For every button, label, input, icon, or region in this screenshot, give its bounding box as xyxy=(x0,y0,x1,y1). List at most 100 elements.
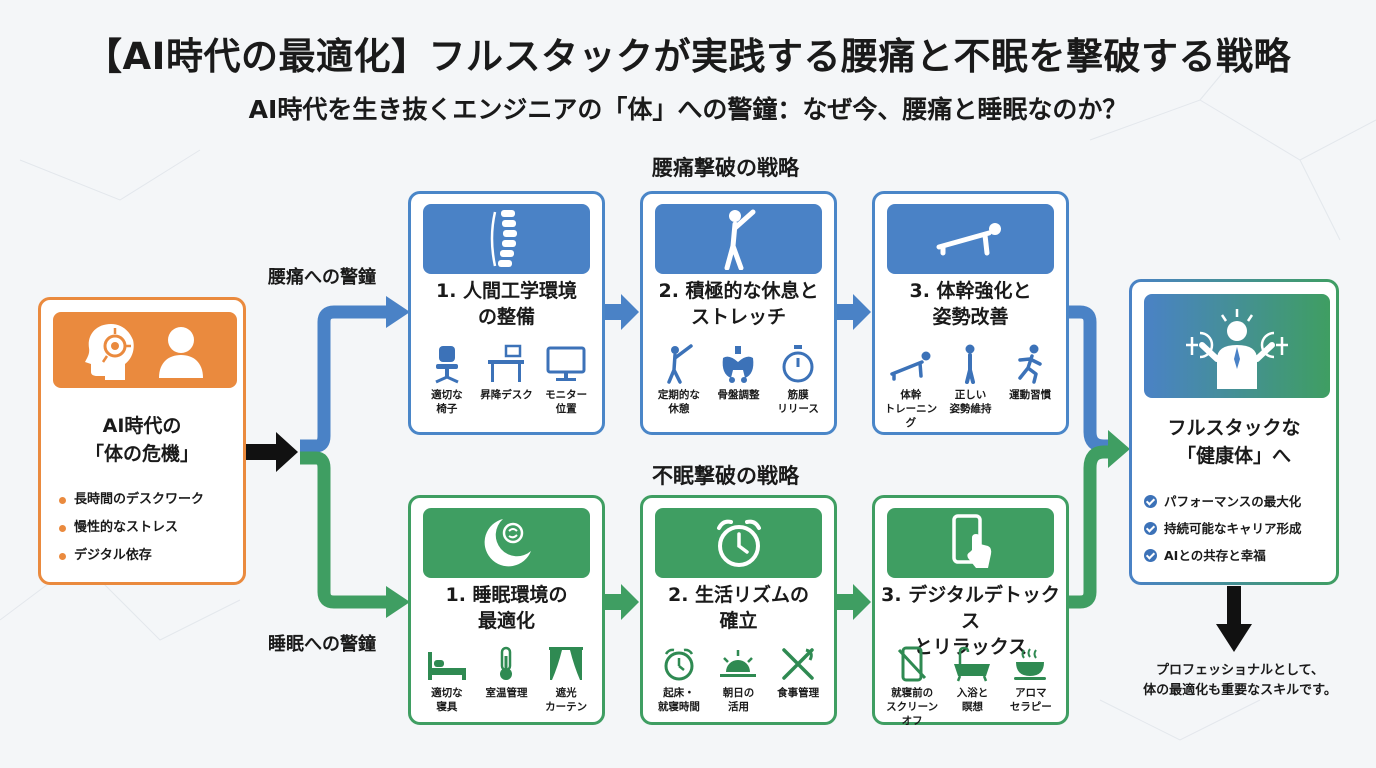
sunrise-icon xyxy=(720,650,757,677)
ai-head-icon xyxy=(85,324,134,380)
balanced-person-icon xyxy=(1186,309,1288,389)
back-step-3-card: 3. 体幹強化と 姿勢改善 体幹 トレーニング 正しい 姿勢維持 運動習慣 xyxy=(872,191,1069,435)
chair-icon xyxy=(435,346,459,384)
bedding-item: 適切な 寝具 xyxy=(418,646,476,714)
meal-item: 食事管理 xyxy=(769,646,827,714)
utensils-icon xyxy=(782,648,814,680)
standing-desk-item: 昇降デスク xyxy=(477,344,535,416)
room-temp-item: 室温管理 xyxy=(477,646,535,714)
crisis-list: 長時間のデスクワーク 慢性的なストレス デジタル依存 xyxy=(59,486,204,570)
crisis-item: デジタル依存 xyxy=(59,542,204,570)
back-step-2-icons: 定期的な 休憩 骨盤調整 筋膜 リリース xyxy=(643,344,834,416)
back-step-3-icons: 体幹 トレーニング 正しい 姿勢維持 運動習慣 xyxy=(875,344,1066,430)
spine-icon xyxy=(490,210,517,267)
sleep-step-2-icons: 起床・ 就寝時間 朝日の 活用 食事管理 xyxy=(643,646,834,714)
result-title: フルスタックな 「健康体」へ xyxy=(1167,417,1301,467)
crisis-header xyxy=(53,312,237,388)
result-item: パフォーマンスの最大化 xyxy=(1144,488,1302,515)
sleep-branch-arrow xyxy=(386,586,410,618)
page-subtitle: AI時代を生き抜くエンジニアの「体」への警鐘：なぜ今、腰痛と睡眠なのか？ xyxy=(248,95,1128,124)
moon-brain-icon xyxy=(484,519,531,567)
back-strategy-title: 腰痛撃破の戦略 xyxy=(652,156,799,180)
monitor-item: モニター 位置 xyxy=(537,344,595,416)
plank-icon xyxy=(890,351,931,381)
result-item: 持続可能なキャリア形成 xyxy=(1144,515,1302,542)
sleep-step-1-icons: 適切な 寝具 室温管理 遮光 カーテン xyxy=(411,646,602,714)
back-step-1-card: 1. 人間工学環境 の整備 適切な 椅子 昇降デスク xyxy=(408,191,605,435)
back-warning-label: 腰痛への警鐘 xyxy=(268,267,376,288)
result-header xyxy=(1144,294,1330,398)
sleep-merge-line xyxy=(1068,445,1112,609)
sleep-step-1-header xyxy=(423,508,590,578)
sleep-step-arrow-2 xyxy=(853,584,871,620)
pelvis-icon xyxy=(723,346,754,383)
bed-icon xyxy=(427,652,466,680)
aroma-cup-icon xyxy=(1013,648,1046,680)
screen-off-item: 就寝前の スクリーンオフ xyxy=(881,646,943,728)
crisis-card: AI時代の 「体の危機」 長時間のデスクワーク 慢性的なストレス デジタル依存 xyxy=(38,297,246,585)
bathtub-icon xyxy=(954,646,991,682)
back-branch-arrow xyxy=(386,296,410,328)
down-arrow xyxy=(1216,624,1252,652)
posture-item: 正しい 姿勢維持 xyxy=(941,344,999,430)
result-list: パフォーマンスの最大化 持続可能なキャリア形成 AIとの共存と幸福 xyxy=(1144,488,1302,569)
crisis-item: 慢性的なストレス xyxy=(59,514,204,542)
back-step-arrow-2 xyxy=(853,294,871,330)
alarm-clock-icon xyxy=(664,648,694,681)
pushup-icon xyxy=(936,223,1001,256)
bath-meditation-item: 入浴と 瞑想 xyxy=(943,646,1001,728)
sleep-step-arrow-1 xyxy=(621,584,639,620)
phone-off-icon xyxy=(898,646,927,682)
result-item: AIとの共存と幸福 xyxy=(1144,542,1302,569)
back-step-arrow-1 xyxy=(621,294,639,330)
back-step-1-header xyxy=(423,204,590,274)
wake-sleep-item: 起床・ 就寝時間 xyxy=(650,646,708,714)
stretching-person-icon xyxy=(724,209,755,270)
break-item: 定期的な 休憩 xyxy=(650,344,708,416)
result-arrow xyxy=(1108,430,1130,468)
sleep-step-2-title: 2. 生活リズムの 確立 xyxy=(667,584,810,632)
sleep-warning-label: 睡眠への警鐘 xyxy=(268,634,376,655)
standing-desk-icon xyxy=(488,344,525,382)
exercise-habit-item: 運動習慣 xyxy=(1001,344,1059,430)
stretch-person-icon xyxy=(667,344,693,384)
pelvis-item: 骨盤調整 xyxy=(709,344,767,416)
curtain-icon xyxy=(549,647,584,680)
alarm-clock-header-icon xyxy=(716,519,761,567)
check-icon xyxy=(1144,549,1157,562)
result-card: フルスタックな 「健康体」へ パフォーマンスの最大化 持続可能なキャリア形成 A… xyxy=(1129,279,1339,585)
chair-item: 適切な 椅子 xyxy=(418,344,476,416)
check-icon xyxy=(1144,495,1157,508)
sleep-step-1-card: 1. 睡眠環境の 最適化 適切な 寝具 室温管理 xyxy=(408,495,605,725)
check-icon xyxy=(1144,522,1157,535)
stopwatch-icon xyxy=(782,345,814,383)
main-arrow xyxy=(246,432,298,472)
crisis-item: 長時間のデスクワーク xyxy=(59,486,204,514)
back-branch-line xyxy=(300,305,388,453)
back-merge-line xyxy=(1068,305,1112,453)
sleep-step-3-title: 3. デジタルデトックス とリラックス xyxy=(881,584,1060,658)
thermometer-icon xyxy=(500,646,513,680)
sleep-strategy-title: 不眠撃破の戦略 xyxy=(652,464,799,488)
sleep-step-3-icons: 就寝前の スクリーンオフ 入浴と 瞑想 アロマ セラピー xyxy=(875,646,1066,728)
sleep-step-3-card: 3. デジタルデトックス とリラックス 就寝前の スクリーンオフ 入浴と 瞑想 xyxy=(872,495,1069,728)
person-icon xyxy=(159,327,203,378)
sleep-step-2-card: 2. 生活リズムの 確立 起床・ 就寝時間 朝日の 活用 食事管理 xyxy=(640,495,837,725)
curtain-item: 遮光 カーテン xyxy=(537,646,595,714)
running-person-icon xyxy=(1018,344,1042,384)
sleep-branch-line xyxy=(300,451,388,609)
aroma-item: アロマ セラピー xyxy=(1002,646,1060,728)
monitor-icon xyxy=(546,346,586,381)
sleep-step-3-header xyxy=(887,508,1054,578)
back-step-1-title: 1. 人間工学環境 の整備 xyxy=(435,280,578,328)
back-step-1-icons: 適切な 椅子 昇降デスク モニター 位置 xyxy=(411,344,602,416)
sleep-step-1-title: 1. 睡眠環境の 最適化 xyxy=(445,584,568,632)
standing-person-icon xyxy=(965,344,976,384)
back-step-3-header xyxy=(887,204,1054,274)
footer-note: プロフェッショナルとして、 体の最適化も重要なスキルです。 xyxy=(1143,663,1337,698)
core-training-item: 体幹 トレーニング xyxy=(882,344,940,430)
back-step-2-card: 2. 積極的な休息と ストレッチ 定期的な 休憩 骨盤調整 筋膜 xyxy=(640,191,837,435)
morning-sun-item: 朝日の 活用 xyxy=(709,646,767,714)
crisis-title: AI時代の 「体の危機」 xyxy=(84,415,199,465)
back-step-3-title: 3. 体幹強化と 姿勢改善 xyxy=(909,280,1032,328)
